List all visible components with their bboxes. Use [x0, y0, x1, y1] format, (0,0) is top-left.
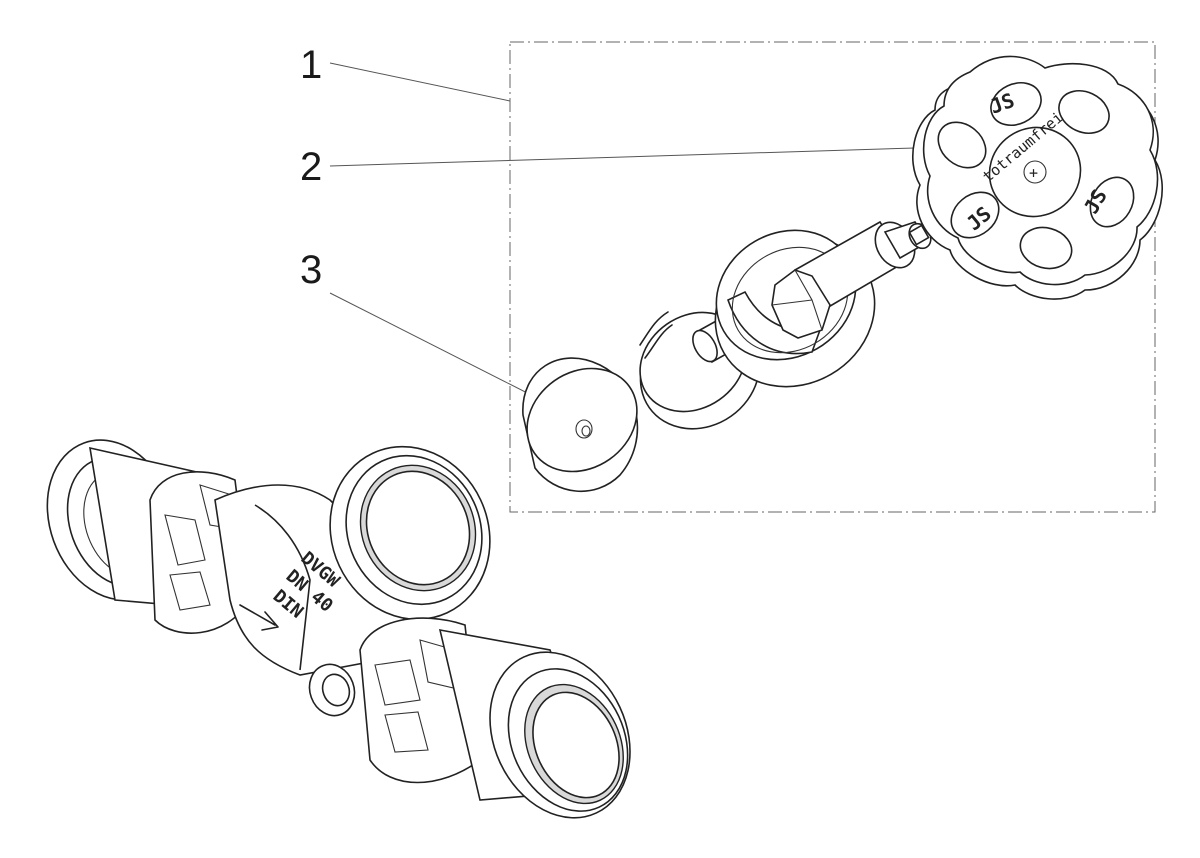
callout-number-3: 3 [300, 248, 322, 292]
leader-line-1 [329, 62, 511, 102]
spindle [771, 220, 932, 339]
handwheel: + totraumfrei JS JS JS [912, 55, 1163, 300]
handwheel-center-mark: + [1029, 164, 1038, 182]
leader-line-3 [329, 292, 546, 403]
callout-number-2: 2 [300, 145, 322, 189]
seal-disc [522, 357, 639, 493]
valve-body: DVGW DN 40 DIN [46, 439, 631, 819]
assembly-boundary-box [509, 41, 1156, 513]
leader-line-2 [329, 147, 916, 167]
callout-number-1: 1 [300, 43, 322, 87]
leader-lines [329, 62, 916, 403]
flow-arrow [239, 604, 279, 631]
